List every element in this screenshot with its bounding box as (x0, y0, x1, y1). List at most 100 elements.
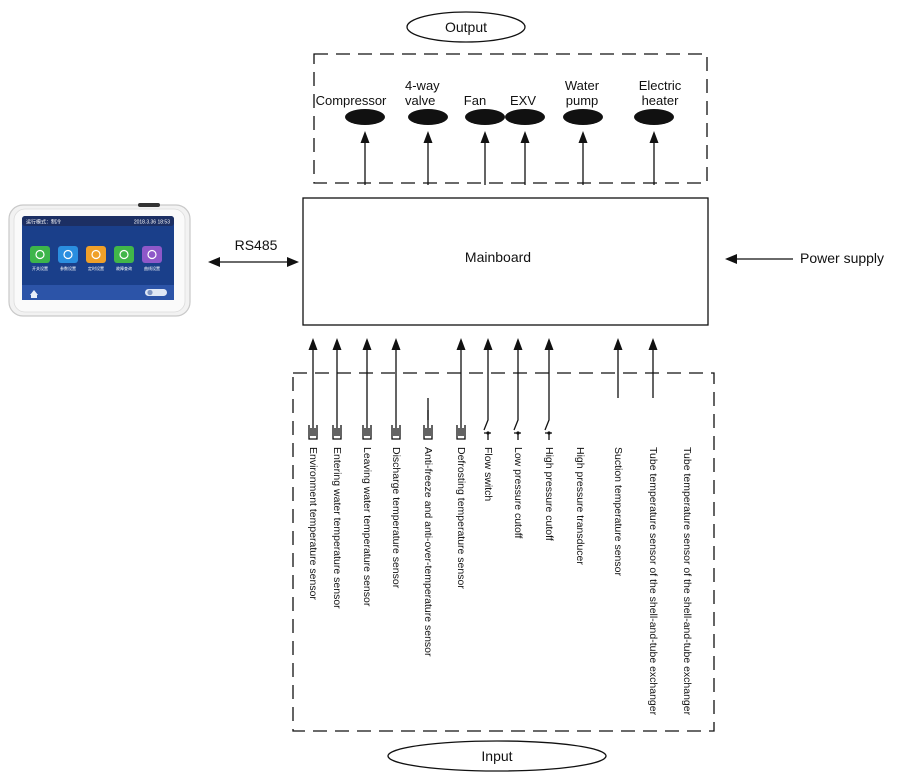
input-label: Flow switch (482, 447, 494, 501)
output-label-line1: EXV (510, 93, 536, 108)
arrowhead-up-icon (483, 338, 493, 350)
output-label-line2: pump (566, 93, 599, 108)
thermistor-icon (308, 425, 318, 440)
arrowhead-up-icon (362, 338, 372, 350)
input-sensor: Entering water temperature sensor (331, 338, 343, 609)
arrowhead-left-icon (208, 257, 220, 267)
actuator-icon (634, 109, 674, 125)
power-icon[interactable] (30, 246, 50, 263)
arrowhead-up-icon (513, 338, 523, 350)
input-label: Discharge temperature sensor (390, 447, 402, 589)
input-sensor: High pressure cutoff (543, 338, 555, 541)
input-sensor: Low pressure cutoff (512, 338, 524, 539)
sliders-icon[interactable] (58, 246, 78, 263)
arrowhead-up-icon (332, 338, 342, 350)
rs485-label: RS485 (235, 237, 278, 253)
arrowhead-left-icon (725, 254, 737, 264)
arrowhead-right-icon (287, 257, 299, 267)
input-label: High pressure cutoff (543, 447, 555, 541)
mainboard-label: Mainboard (465, 249, 531, 265)
controller-tile[interactable]: 故障查询 (114, 246, 134, 271)
output-label-line2: heater (642, 93, 680, 108)
input-sensor: Flow switch (482, 338, 494, 501)
actuator-icon (505, 109, 545, 125)
output-label-line1: 4-way (405, 78, 440, 93)
switch-icon (483, 410, 491, 440)
switch-icon (544, 410, 552, 440)
thermistor-icon (332, 425, 342, 440)
arrowhead-up-icon (391, 338, 401, 350)
input-label: Tube temperature sensor of the shell-and… (647, 447, 659, 716)
input-sensor: Environment temperature sensor (307, 338, 319, 600)
clock-icon[interactable] (86, 246, 106, 263)
output-device: Compressor (316, 93, 387, 185)
input-sensor: Anti-freeze and anti-over-temperature se… (422, 398, 434, 657)
controller-tile-label: 曲线设置 (144, 265, 160, 271)
output-label-line1: Water (565, 78, 600, 93)
thermistor-icon (456, 425, 466, 440)
alert-icon[interactable] (114, 246, 134, 263)
controller-tile[interactable]: 开关设置 (30, 246, 50, 271)
input-sensor: Suction temperature sensor (612, 338, 624, 576)
input-label: Tube temperature sensor of the shell-and… (681, 447, 693, 716)
home-icon[interactable] (30, 290, 38, 298)
controller-header-right: 2018.3.36 18:53 (134, 220, 170, 226)
controller-tile-label: 开关设置 (32, 265, 48, 271)
thermistor-icon (423, 425, 433, 440)
mainboard-box: Mainboard (302, 197, 709, 326)
input-sensors: Environment temperature sensor Entering w… (307, 338, 693, 716)
switch-icon (513, 410, 521, 440)
arrowhead-up-icon (480, 131, 490, 143)
output-label-line1: Fan (464, 93, 486, 108)
controller-tile-label: 定时设置 (88, 265, 104, 271)
output-label-line1: Compressor (316, 93, 387, 108)
controller-tile[interactable]: 曲线设置 (142, 246, 162, 271)
arrowhead-up-icon (613, 338, 623, 350)
wired-controller: 运行模式：制冷 2018.3.36 18:53 开关设置参数设置定时设置故障查询… (8, 203, 191, 317)
input-label: Defrosting temperature sensor (455, 447, 467, 589)
arrowhead-up-icon (578, 131, 588, 143)
arrowhead-up-icon (649, 131, 659, 143)
output-frame (313, 53, 708, 184)
input-label: Suction temperature sensor (612, 447, 624, 576)
output-label-line1: Electric (639, 78, 682, 93)
actuator-icon (465, 109, 505, 125)
input-sensor: Tube temperature sensor of the shell-and… (647, 338, 659, 716)
input-label: Environment temperature sensor (307, 447, 319, 600)
rs485-link: RS485 (208, 237, 299, 267)
arrowhead-up-icon (520, 131, 530, 143)
arrowhead-up-icon (456, 338, 466, 350)
input-sensor: High pressure transducer (574, 447, 586, 565)
input-sensor: Defrosting temperature sensor (455, 338, 467, 589)
actuator-icon (408, 109, 448, 125)
actuator-icon (345, 109, 385, 125)
input-label: Leaving water temperature sensor (361, 447, 373, 607)
input-sensor: Leaving water temperature sensor (361, 338, 373, 607)
arrowhead-up-icon (423, 131, 433, 143)
controller-tile-label: 故障查询 (116, 265, 132, 271)
controller-tile-label: 参数设置 (60, 265, 76, 271)
power-button[interactable] (138, 203, 160, 207)
arrowhead-up-icon (308, 338, 318, 350)
input-label: Low pressure cutoff (512, 447, 524, 539)
output-ellipse: Output (406, 11, 526, 43)
input-frame (292, 372, 715, 732)
input-label: Anti-freeze and anti-over-temperature se… (422, 447, 434, 657)
arrowhead-up-icon (648, 338, 658, 350)
controller-tile[interactable]: 定时设置 (86, 246, 106, 271)
curve-icon[interactable] (142, 246, 162, 263)
power-supply-label: Power supply (800, 250, 884, 266)
controller-tiles: 开关设置 参数设置 定时设置 故障查询 曲线设置 (30, 246, 162, 271)
input-sensor: Discharge temperature sensor (390, 338, 402, 589)
output-label: Output (445, 19, 487, 35)
input-label: Entering water temperature sensor (331, 447, 343, 609)
thermistor-icon (362, 425, 372, 440)
actuator-icon (563, 109, 603, 125)
arrowhead-up-icon (360, 131, 370, 143)
power-supply-link: Power supply (725, 250, 884, 266)
controller-tile[interactable]: 参数设置 (58, 246, 78, 271)
